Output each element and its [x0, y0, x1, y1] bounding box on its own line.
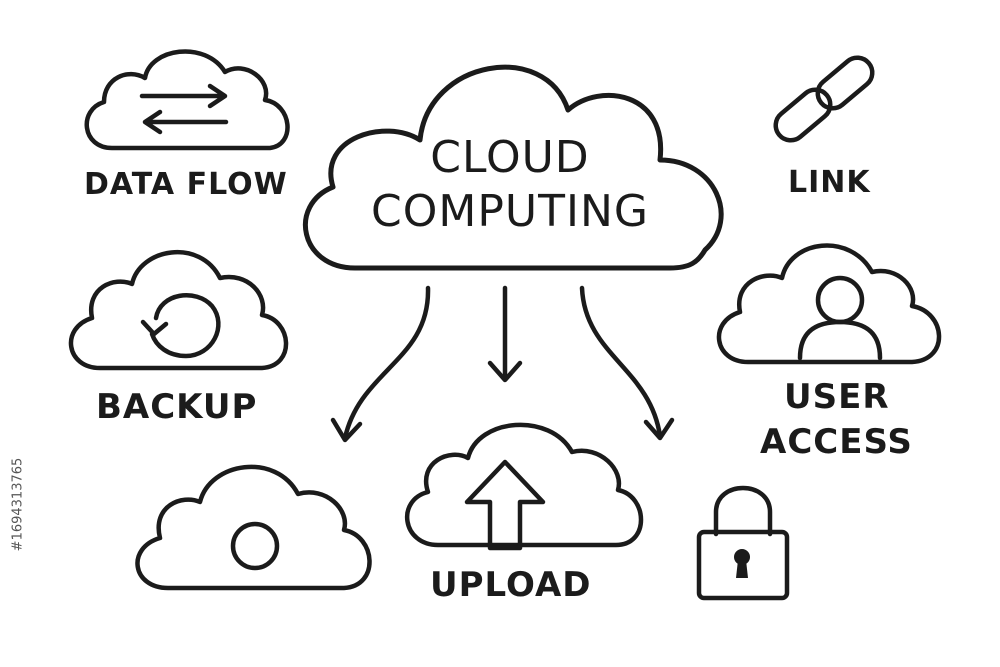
data-flow-cloud-icon	[84, 49, 290, 151]
label-backup: BACKUP	[96, 387, 258, 427]
lock-icon	[696, 485, 790, 601]
arrow-left	[342, 285, 431, 441]
label-link: LINK	[788, 165, 871, 200]
upload-cloud-icon	[404, 422, 644, 551]
user-head-icon	[815, 275, 865, 325]
stock-id-watermark: #1694313765	[10, 457, 26, 552]
link-icon	[773, 55, 875, 143]
arrow-right	[579, 285, 663, 439]
user-body-icon	[797, 319, 883, 361]
label-user-access-line-2: ACCESS	[760, 422, 913, 462]
central-cloud-icon	[303, 64, 724, 271]
arrow-right-icon	[139, 83, 228, 109]
flow-arrows	[330, 285, 675, 443]
refresh-icon	[149, 293, 221, 359]
arrow-left-icon	[142, 109, 229, 135]
arrow-right-head	[643, 417, 675, 441]
title-line-1: CLOUD	[430, 132, 590, 183]
user-cloud-icon	[716, 243, 942, 365]
label-upload: UPLOAD	[430, 565, 592, 605]
label-user-access-line-1: USER	[784, 377, 890, 417]
upload-arrow-icon	[464, 459, 546, 551]
storage-cloud-icon	[135, 464, 372, 591]
label-data-flow: DATA FLOW	[84, 167, 288, 202]
backup-cloud-icon	[68, 250, 289, 371]
arrow-left-head	[330, 417, 363, 443]
arrow-center-head	[487, 360, 523, 383]
title-line-2: COMPUTING	[371, 186, 649, 237]
disk-circle-icon	[230, 521, 280, 571]
